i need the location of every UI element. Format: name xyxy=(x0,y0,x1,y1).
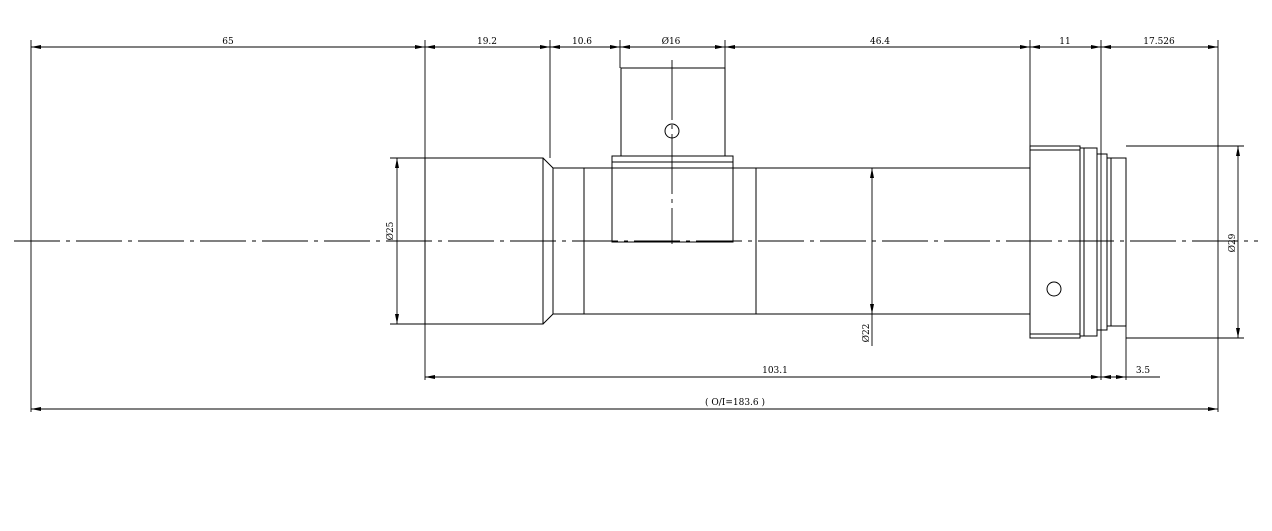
dim-label-19-2: 19.2 xyxy=(477,37,497,47)
dimension-labels: 65 19.2 10.6 Ø16 46.4 11 17.526 103.1 3.… xyxy=(222,36,1238,408)
mount-screw-hole xyxy=(1046,281,1062,297)
mount-ring xyxy=(1029,145,1081,339)
port-collar xyxy=(611,155,734,243)
dim-label-dia-22: Ø22 xyxy=(861,324,872,343)
extension-lines xyxy=(30,40,1244,412)
dim-label-11: 11 xyxy=(1059,37,1070,47)
dim-label-10-6: 10.6 xyxy=(572,37,592,47)
dim-label-46-4: 46.4 xyxy=(870,37,890,47)
dim-label-3-5: 3.5 xyxy=(1136,366,1151,376)
dim-label-overall: ( O/I=183.6 ) xyxy=(705,397,765,408)
dim-label-dia-16: Ø16 xyxy=(662,36,681,47)
lens-body xyxy=(424,60,1127,339)
dim-label-dia-29: Ø29 xyxy=(1227,233,1238,252)
mount-thread xyxy=(1106,157,1127,327)
dim-label-65: 65 xyxy=(222,37,234,47)
mount-flange-1 xyxy=(1079,147,1098,337)
dim-label-dia-25: Ø25 xyxy=(385,221,396,240)
dimension-lines xyxy=(31,45,1240,411)
dim-label-103-1: 103.1 xyxy=(762,366,788,376)
mount-flange-2 xyxy=(1096,153,1108,331)
port-screw-hole xyxy=(664,123,680,139)
port-head xyxy=(620,67,726,157)
dim-label-17-526: 17.526 xyxy=(1143,37,1175,47)
